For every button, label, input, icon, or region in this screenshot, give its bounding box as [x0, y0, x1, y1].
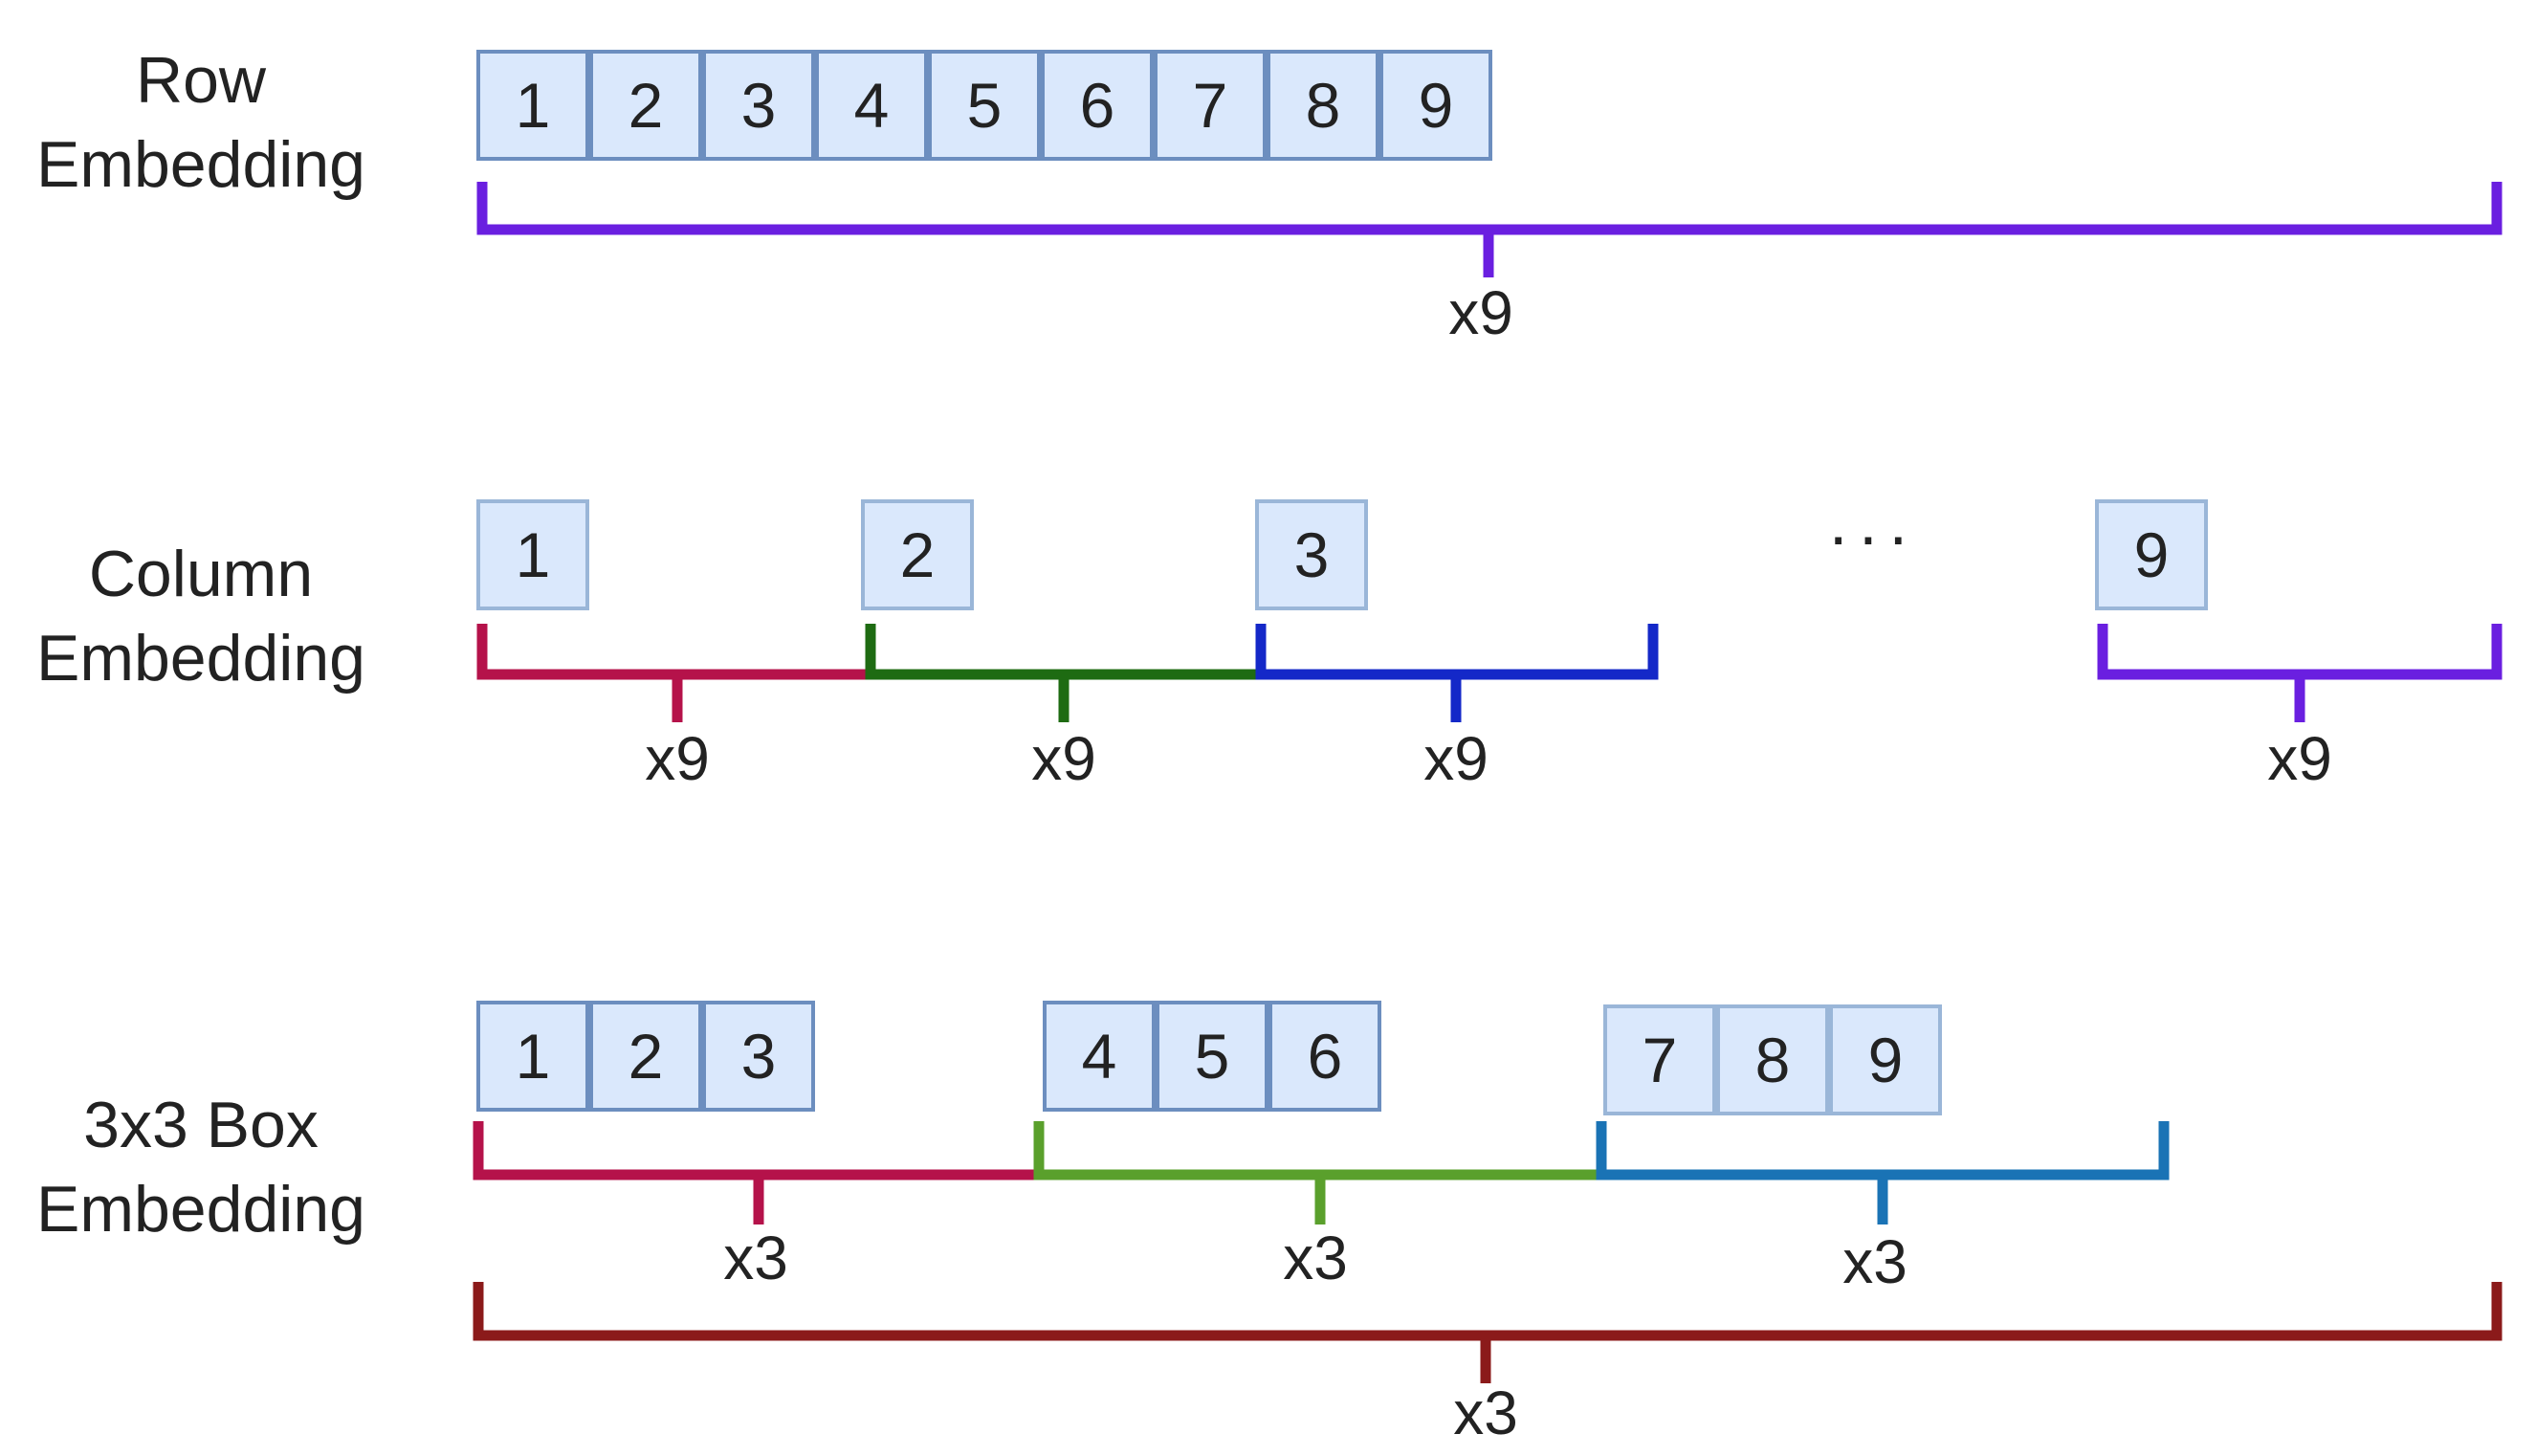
- cell-2: 2: [589, 50, 702, 161]
- cell-5: 5: [1156, 1001, 1268, 1112]
- cell-7: 7: [1603, 1004, 1716, 1115]
- cell-2: 2: [589, 1001, 702, 1112]
- column-bracket-1: [476, 624, 871, 722]
- box-outer-bracket: [473, 1282, 2503, 1383]
- cell-3: 3: [702, 1001, 815, 1112]
- label-line-2: Embedding: [35, 1173, 366, 1246]
- cell-4: 4: [1043, 1001, 1156, 1112]
- column-bracket-3: [1255, 624, 1659, 722]
- cell-2: 2: [861, 499, 974, 610]
- box-multiplier-2: x3: [1283, 1224, 1348, 1292]
- cell-1: 1: [476, 50, 589, 161]
- box-bracket-3: [1596, 1121, 2170, 1224]
- column-multiplier-3: x9: [1423, 724, 1489, 793]
- cell-4: 4: [815, 50, 928, 161]
- column-multiplier-1: x9: [645, 724, 710, 793]
- cell-9: 9: [1379, 50, 1492, 161]
- row-multiplier: x9: [1448, 278, 1513, 347]
- box-embedding-label: 3x3 Box Embedding: [0, 1083, 402, 1251]
- box-bracket-2: [1033, 1121, 1601, 1224]
- cell-8: 8: [1267, 50, 1379, 161]
- cell-7: 7: [1154, 50, 1267, 161]
- cell-1: 1: [476, 499, 589, 610]
- box-bracket-1: [473, 1121, 1039, 1224]
- cell-6: 6: [1268, 1001, 1381, 1112]
- label-line-1: 3x3 Box: [83, 1089, 319, 1161]
- column-bracket-9: [2097, 624, 2503, 722]
- cell-5: 5: [928, 50, 1041, 161]
- label-line-1: Column: [88, 538, 314, 610]
- label-line-2: Embedding: [35, 128, 366, 201]
- ellipsis: ···: [1827, 498, 1917, 573]
- column-bracket-2: [865, 624, 1261, 722]
- column-multiplier-2: x9: [1031, 724, 1096, 793]
- box-multiplier-1: x3: [723, 1224, 788, 1292]
- cell-9: 9: [1829, 1004, 1942, 1115]
- cell-6: 6: [1041, 50, 1154, 161]
- row-embedding-label: Row Embedding: [0, 38, 402, 207]
- column-multiplier-9: x9: [2267, 724, 2332, 793]
- cell-3: 3: [1255, 499, 1368, 610]
- label-line-2: Embedding: [35, 622, 366, 695]
- row-bracket: [476, 182, 2503, 277]
- cell-9: 9: [2095, 499, 2208, 610]
- cell-1: 1: [476, 1001, 589, 1112]
- cell-3: 3: [702, 50, 815, 161]
- column-embedding-label: Column Embedding: [0, 532, 402, 700]
- box-outer-multiplier: x3: [1453, 1379, 1518, 1447]
- label-line-1: Row: [135, 44, 267, 117]
- box-multiplier-3: x3: [1842, 1227, 1908, 1296]
- cell-8: 8: [1716, 1004, 1829, 1115]
